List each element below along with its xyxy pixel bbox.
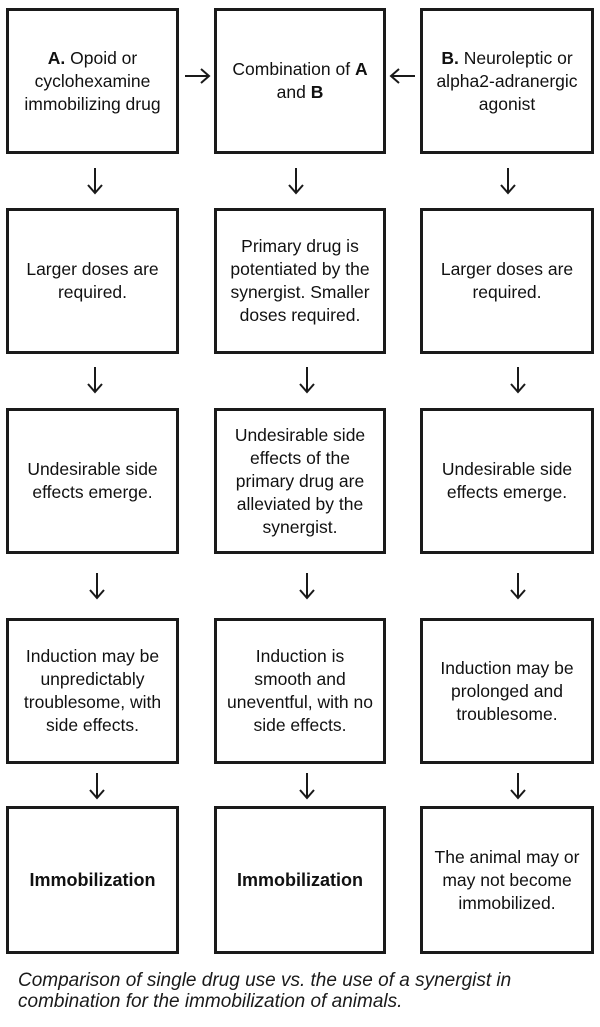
- arrow-left-icon: [389, 68, 415, 84]
- arrow-down-icon: [288, 168, 304, 195]
- arrow-down-icon: [299, 367, 315, 394]
- left-outcome-box: Immobilization: [6, 806, 179, 954]
- mid-induction-box: Induction is smooth and uneventful, with…: [214, 618, 386, 764]
- drug-b-text-1: Neuroleptic or: [458, 47, 573, 68]
- mid-dose-text: Primary drug is potentiated by the syner…: [230, 236, 370, 325]
- left-side-effects-box: Undesirable side effects emerge.: [6, 408, 179, 554]
- arrow-down-icon: [87, 367, 103, 394]
- combination-a: A: [354, 59, 368, 79]
- left-dose-box: Larger doses are required.: [6, 208, 179, 354]
- drug-a-label: A.: [47, 47, 66, 68]
- arrow-down-icon: [299, 773, 315, 800]
- arrow-down-icon: [89, 773, 105, 800]
- left-outcome-text: Immobilization: [29, 869, 156, 890]
- mid-side-effects-text: Undesirable side effects of the primary …: [234, 424, 366, 537]
- mid-induction-text: Induction is smooth and uneventful, with…: [227, 646, 373, 735]
- left-dose-text: Larger doses are required.: [26, 259, 159, 302]
- arrow-down-icon: [500, 168, 516, 195]
- arrow-down-icon: [299, 573, 315, 600]
- drug-a-text-1: Opoid or: [65, 47, 138, 68]
- figure-caption: Comparison of single drug use vs. the us…: [18, 970, 512, 1012]
- mid-outcome-box: Immobilization: [214, 806, 386, 954]
- arrow-down-icon: [510, 573, 526, 600]
- arrow-down-icon: [87, 168, 103, 195]
- left-induction-text: Induction may be unpredictably troubleso…: [23, 646, 162, 735]
- arrow-down-icon: [510, 773, 526, 800]
- mid-side-effects-box: Undesirable side effects of the primary …: [214, 408, 386, 554]
- combination-text: Combination of: [232, 59, 355, 79]
- mid-dose-box: Primary drug is potentiated by the syner…: [214, 208, 386, 354]
- right-induction-text: Induction may be prolonged and troubleso…: [440, 657, 574, 724]
- left-side-effects-text: Undesirable side effects emerge.: [27, 459, 158, 502]
- right-induction-box: Induction may be prolonged and troubleso…: [420, 618, 594, 764]
- right-dose-text: Larger doses are required.: [440, 259, 574, 302]
- drug-b-label: B.: [441, 47, 459, 68]
- left-induction-box: Induction may be unpredictably troubleso…: [6, 618, 179, 764]
- drug-a-box: A. Opoid or cyclohexamine immobilizing d…: [6, 8, 179, 154]
- combination-and: and: [276, 82, 311, 102]
- drug-b-box: B. Neuroleptic or alpha2-adranergic agon…: [420, 8, 594, 154]
- right-outcome-box: The animal may or may not become immobil…: [420, 806, 594, 954]
- arrow-down-icon: [89, 573, 105, 600]
- right-dose-box: Larger doses are required.: [420, 208, 594, 354]
- mid-outcome-text: Immobilization: [237, 869, 363, 890]
- right-side-effects-text: Undesirable side effects emerge.: [441, 459, 573, 502]
- drug-b-text-2: alpha2-adranergic agonist: [436, 70, 578, 114]
- arrow-right-icon: [185, 68, 211, 84]
- combination-b: B: [310, 82, 324, 102]
- right-outcome-text: The animal may or may not become immobil…: [434, 846, 580, 913]
- arrow-down-icon: [510, 367, 526, 394]
- right-side-effects-box: Undesirable side effects emerge.: [420, 408, 594, 554]
- combination-box: Combination of A and B: [214, 8, 386, 154]
- drug-a-text-2: cyclohexamine immobilizing drug: [24, 70, 161, 114]
